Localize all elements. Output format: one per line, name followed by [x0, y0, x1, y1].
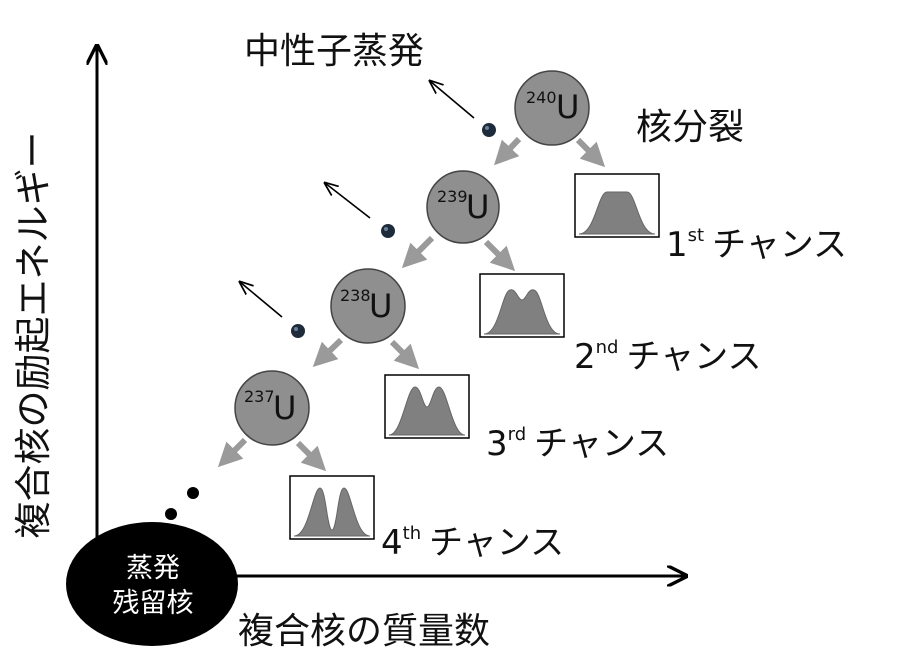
neutron-1 [482, 123, 496, 137]
neutron-arrow-2 [325, 183, 371, 219]
svg-text:240: 240 [526, 88, 557, 107]
mass-distribution-4th [289, 475, 375, 540]
neutron-arrow-3 [240, 282, 283, 318]
neutron-3 [291, 324, 305, 338]
svg-text:残留核: 残留核 [113, 588, 194, 619]
fission-label: 核分裂 [636, 107, 744, 148]
evaporation-label: 中性子蒸発 [244, 31, 424, 72]
svg-text:238: 238 [340, 286, 371, 305]
svg-text:237: 237 [244, 387, 275, 406]
nucleus-238U: 238 U [330, 268, 406, 344]
neutron-2 [381, 224, 395, 238]
svg-text:蒸発: 蒸発 [126, 553, 180, 584]
svg-text:U: U [369, 287, 392, 325]
svg-text:U: U [273, 389, 296, 427]
x-axis-label: 複合核の質量数 [238, 611, 490, 652]
mass-distribution-3rd [384, 374, 470, 439]
nucleus-240U: 240 U [514, 70, 590, 146]
svg-text:239: 239 [437, 187, 468, 206]
mass-distribution-2nd [479, 273, 565, 338]
y-axis-label: 複合核の励起エネルギー [12, 132, 55, 539]
nucleus-237U: 237 U [234, 370, 310, 446]
svg-text:U: U [466, 188, 489, 226]
svg-text:U: U [556, 88, 579, 126]
neutron-dots [291, 123, 496, 338]
mass-distribution-1st [574, 173, 660, 238]
nucleus-239U: 239 U [426, 170, 500, 244]
continuation-dots [165, 487, 199, 520]
evaporation-residue: 蒸発 残留核 [66, 522, 238, 646]
neutron-arrow-1 [430, 81, 475, 119]
process-arrows [217, 136, 606, 472]
